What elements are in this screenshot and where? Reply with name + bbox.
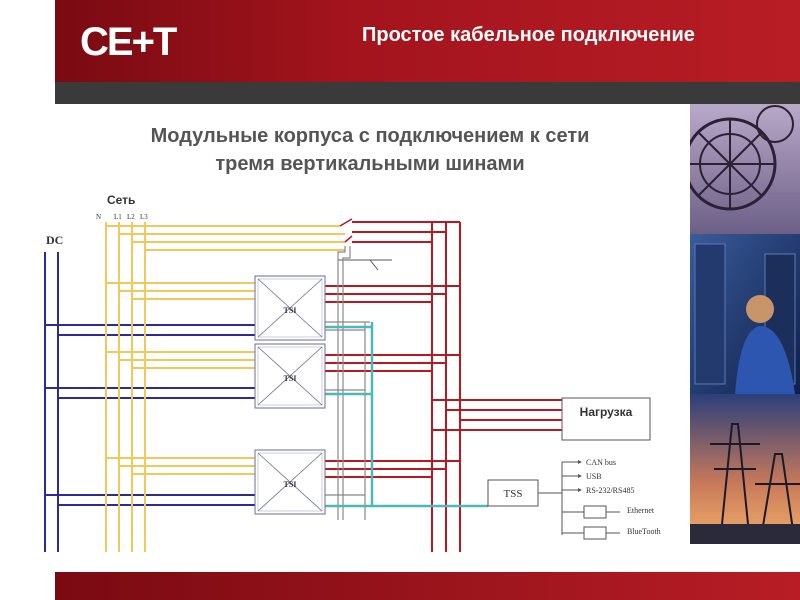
interface-ethernet: Ethernet bbox=[627, 506, 655, 515]
interface-tree: CAN bus USB RS-232/RS485 Ethernet BlueTo… bbox=[538, 458, 661, 540]
interface-usb: USB bbox=[586, 472, 602, 481]
header-title: Простое кабельное подключение bbox=[362, 24, 695, 46]
header-strip bbox=[55, 82, 800, 104]
tsi-label-3: TSI bbox=[284, 480, 297, 489]
bypass-switch bbox=[338, 218, 392, 271]
telecom-photo-collage bbox=[690, 104, 800, 544]
photo-image bbox=[690, 104, 800, 544]
header-banner bbox=[55, 0, 800, 82]
footer-banner bbox=[55, 572, 800, 600]
comm-bus bbox=[325, 322, 488, 508]
tsi-module-2: TSI bbox=[254, 343, 326, 409]
load-box: Нагрузка bbox=[561, 397, 651, 441]
interface-bluetooth: BlueTooth bbox=[627, 527, 661, 536]
tsi-module-1: TSI bbox=[254, 275, 326, 341]
phase-label-l1: L1 bbox=[114, 213, 122, 221]
tsi-label-2: TSI bbox=[284, 374, 297, 383]
load-label: Нагрузка bbox=[580, 405, 633, 419]
slide-title-line-2: тремя вертикальными шинами bbox=[215, 153, 525, 175]
phase-label-n: N bbox=[96, 213, 101, 221]
slide-title: Модульные корпуса с подключением к сети … bbox=[70, 122, 670, 178]
tsi-label-1: TSI bbox=[284, 306, 297, 315]
tsi-module-3: TSI bbox=[254, 449, 326, 515]
dc-bus-group bbox=[44, 252, 255, 552]
slide-title-line-1: Модульные корпуса с подключением к сети bbox=[150, 125, 590, 147]
tss-box: TSS bbox=[487, 479, 539, 507]
signal-lines bbox=[325, 246, 370, 520]
phase-label-l3: L3 bbox=[140, 213, 148, 221]
interface-can-bus: CAN bus bbox=[586, 458, 616, 467]
tss-label: TSS bbox=[504, 488, 523, 500]
phase-label-l2: L2 bbox=[127, 213, 135, 221]
dc-label: DC bbox=[46, 233, 63, 247]
cet-logo: CE+T bbox=[80, 20, 177, 64]
grid-label: Сеть bbox=[107, 193, 135, 207]
ac-bus-group bbox=[105, 222, 345, 552]
interface-rs232-rs485: RS-232/RS485 bbox=[586, 486, 634, 495]
